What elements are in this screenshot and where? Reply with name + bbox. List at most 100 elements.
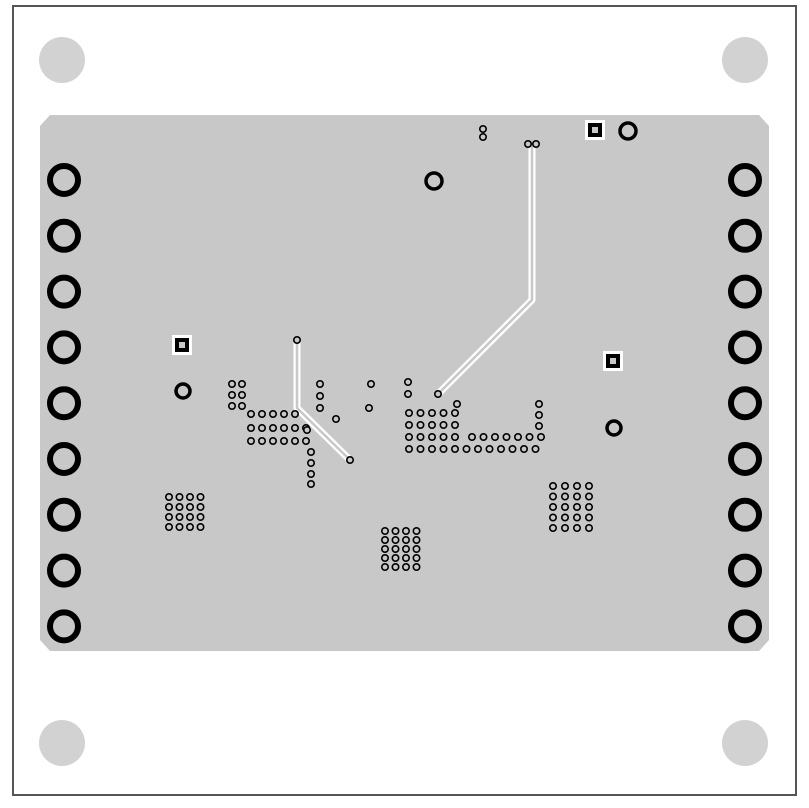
via xyxy=(490,432,499,441)
via xyxy=(560,481,569,490)
via xyxy=(186,492,195,501)
header-pin-left xyxy=(47,497,81,532)
mounting-hole-top-left xyxy=(39,37,85,83)
round-pad-top-middle xyxy=(424,171,444,191)
via xyxy=(268,409,277,418)
via xyxy=(403,389,412,398)
via xyxy=(380,535,389,544)
via xyxy=(508,444,517,453)
via xyxy=(228,390,237,399)
via xyxy=(186,502,195,511)
via xyxy=(380,544,389,553)
via xyxy=(196,502,205,511)
via xyxy=(427,432,436,441)
via xyxy=(315,379,324,388)
via xyxy=(404,444,413,453)
via xyxy=(416,408,425,417)
via xyxy=(257,436,266,445)
via xyxy=(412,562,421,571)
via xyxy=(196,522,205,531)
via xyxy=(279,409,288,418)
via xyxy=(485,444,494,453)
header-pin-right xyxy=(728,609,762,644)
via xyxy=(290,423,299,432)
via xyxy=(534,410,543,419)
via xyxy=(165,502,174,511)
round-pads xyxy=(174,121,638,437)
header-pin-right xyxy=(728,218,762,253)
via xyxy=(548,513,557,522)
via xyxy=(534,421,543,430)
left-header-pins xyxy=(47,163,81,644)
via xyxy=(380,562,389,571)
header-pin-left xyxy=(47,386,81,421)
via xyxy=(292,335,301,344)
via xyxy=(306,469,315,478)
via xyxy=(401,526,410,535)
via xyxy=(479,432,488,441)
via xyxy=(228,379,237,388)
via xyxy=(315,391,324,400)
right-header-pins xyxy=(728,163,762,644)
via xyxy=(238,379,247,388)
header-pin-left xyxy=(47,163,81,197)
header-pin-right xyxy=(728,442,762,476)
header-pin-left xyxy=(47,330,81,365)
via xyxy=(401,553,410,562)
via xyxy=(416,420,425,429)
via xyxy=(391,544,400,553)
via xyxy=(560,523,569,532)
via xyxy=(531,140,540,149)
via xyxy=(257,409,266,418)
via xyxy=(279,423,288,432)
via xyxy=(519,444,528,453)
via xyxy=(238,390,247,399)
via xyxy=(560,492,569,501)
via xyxy=(290,409,299,418)
via xyxy=(401,544,410,553)
via xyxy=(165,492,174,501)
via xyxy=(404,420,413,429)
via xyxy=(584,492,593,501)
header-pin-right xyxy=(728,330,762,365)
via xyxy=(416,444,425,453)
via xyxy=(572,492,581,501)
via xyxy=(536,432,545,441)
via xyxy=(439,408,448,417)
via xyxy=(412,544,421,553)
trace-upper-core xyxy=(437,145,534,395)
header-pin-right xyxy=(728,386,762,421)
via xyxy=(548,481,557,490)
via xyxy=(401,535,410,544)
via xyxy=(175,502,184,511)
via xyxy=(290,436,299,445)
square-pads xyxy=(172,120,623,371)
via xyxy=(228,401,237,410)
via xyxy=(560,513,569,522)
via xyxy=(302,425,311,434)
via xyxy=(257,423,266,432)
header-pin-right xyxy=(728,553,762,588)
via xyxy=(427,420,436,429)
via xyxy=(175,512,184,521)
square-pad-top xyxy=(585,120,605,140)
header-pin-left xyxy=(47,274,81,309)
header-pin-left xyxy=(47,218,81,253)
via xyxy=(306,479,315,488)
round-pad-right xyxy=(605,419,623,437)
via xyxy=(548,502,557,511)
via xyxy=(548,492,557,501)
via xyxy=(560,502,569,511)
via xyxy=(165,522,174,531)
via xyxy=(502,432,511,441)
via xyxy=(584,481,593,490)
via xyxy=(513,432,522,441)
via xyxy=(572,523,581,532)
header-pin-right xyxy=(728,163,762,197)
via xyxy=(391,526,400,535)
via xyxy=(366,379,375,388)
via xyxy=(247,409,256,418)
via xyxy=(175,522,184,531)
via xyxy=(412,553,421,562)
via-field xyxy=(165,125,593,571)
